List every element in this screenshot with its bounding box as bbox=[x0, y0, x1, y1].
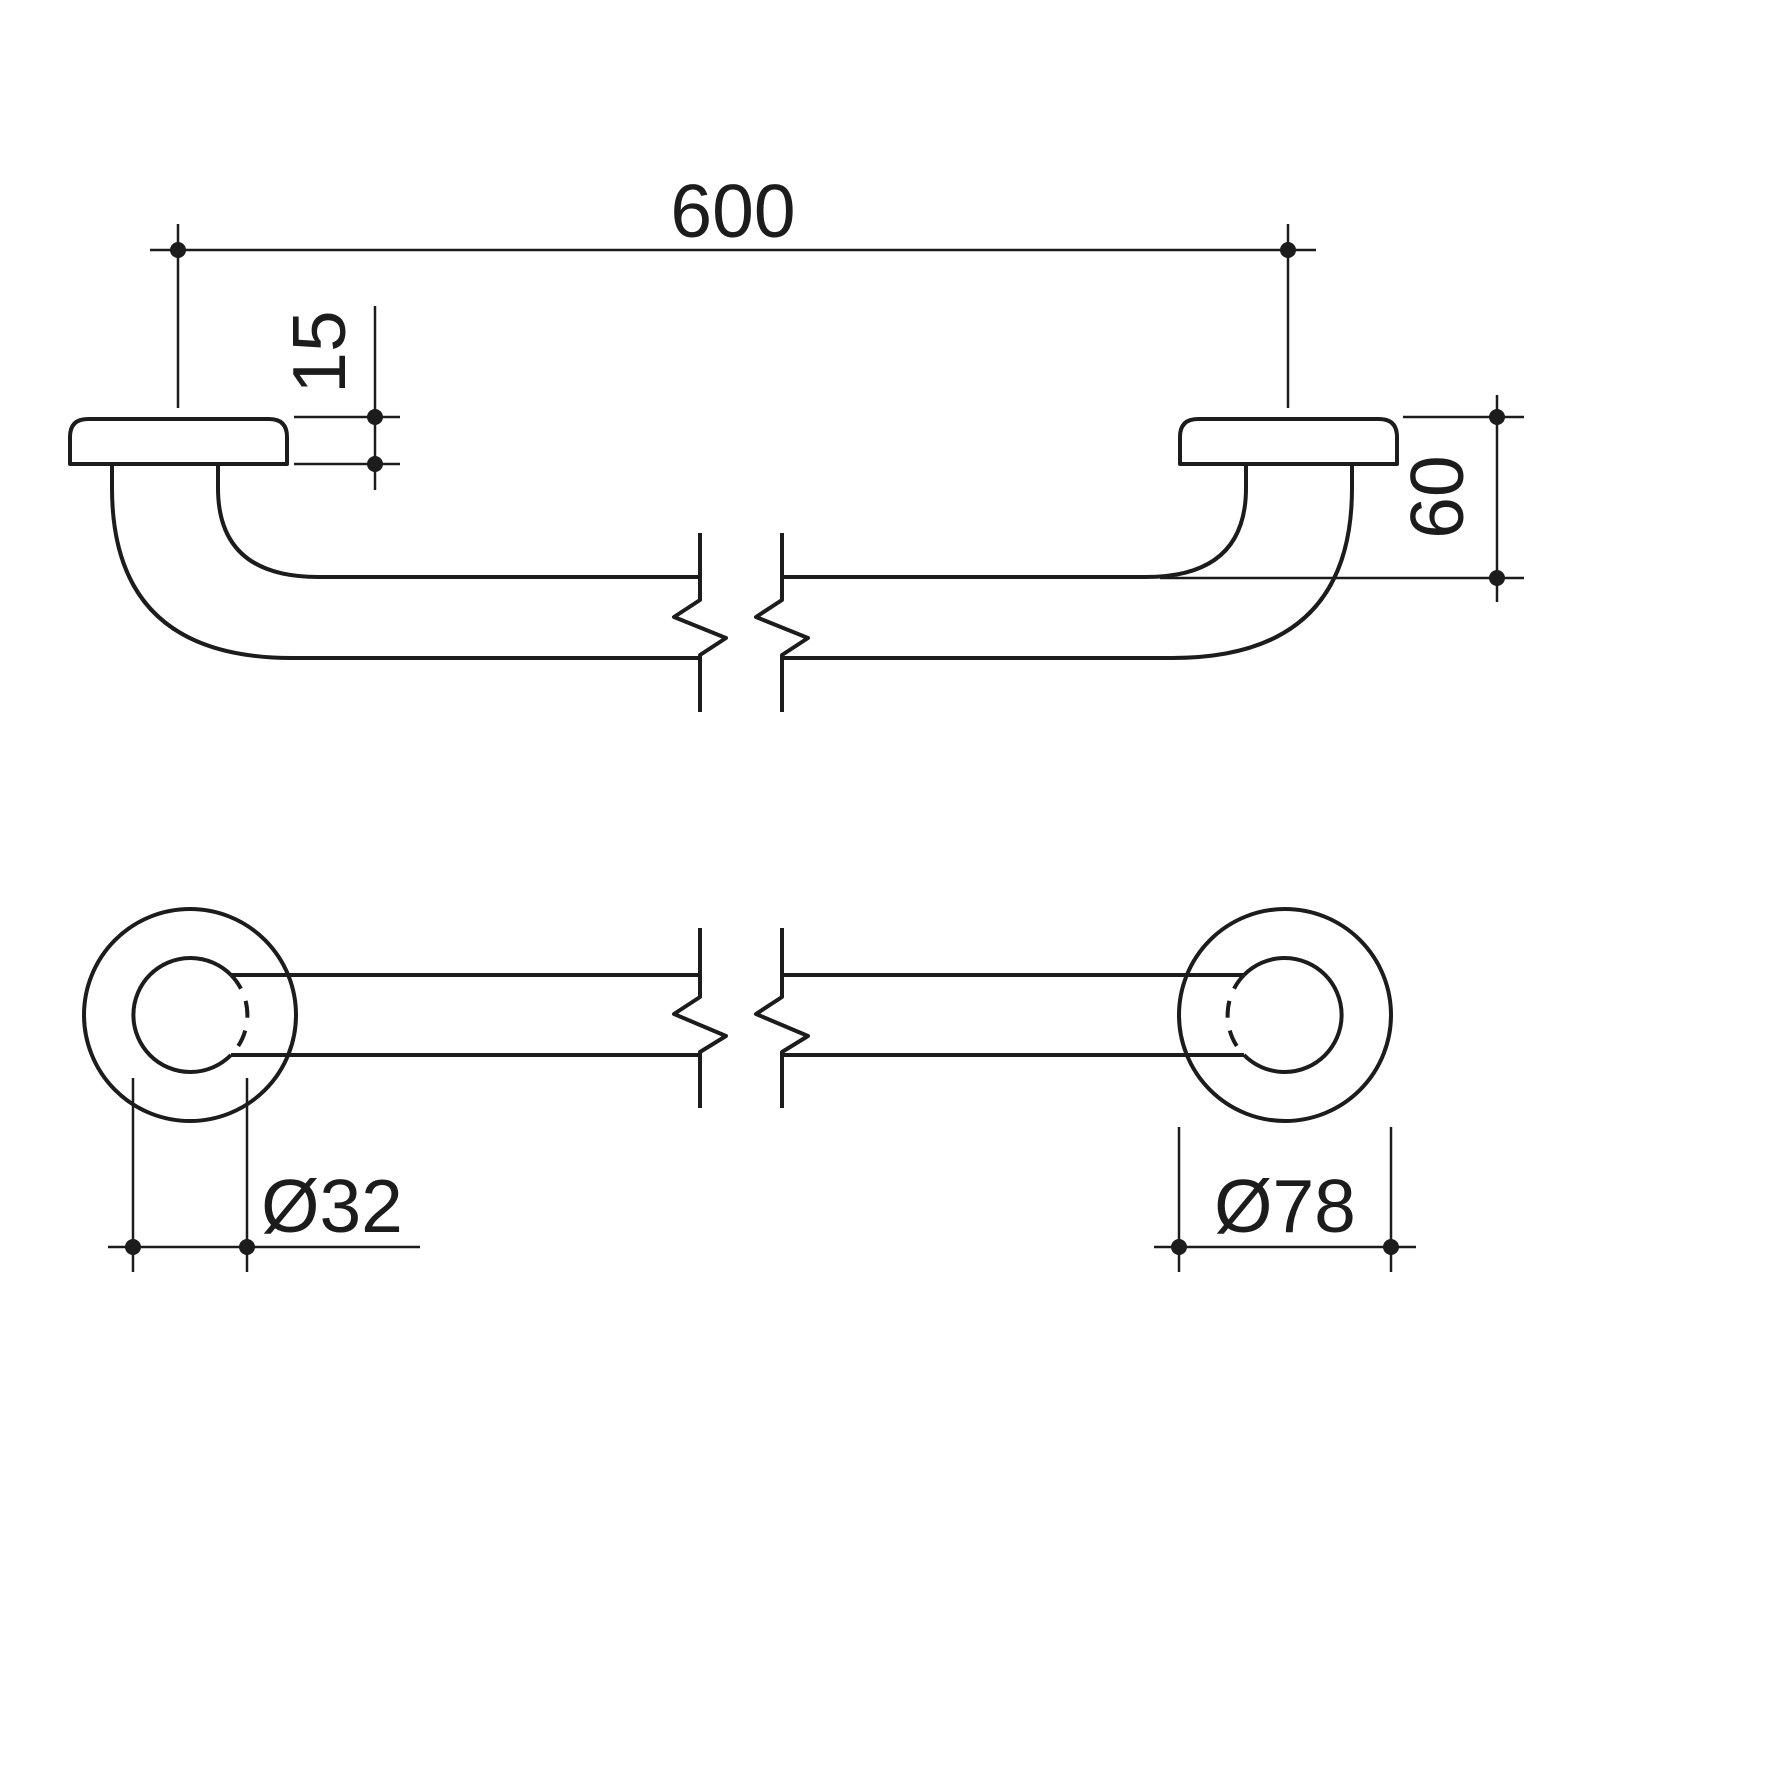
right-flange-circle bbox=[1177, 907, 1393, 1123]
dimension-rail-diameter: Ø32 bbox=[108, 1078, 420, 1272]
dimension-flange-diameter: Ø78 bbox=[1154, 1127, 1416, 1272]
left-flange-circle bbox=[82, 907, 298, 1123]
break-line-plan-left bbox=[672, 928, 728, 1108]
right-socket-circle bbox=[1242, 956, 1344, 1074]
right-flange-side bbox=[1178, 417, 1399, 466]
break-line-side-right bbox=[754, 533, 810, 712]
left-socket-hidden-edge bbox=[229, 973, 250, 1057]
dim-dot bbox=[1489, 570, 1505, 586]
dim-label-flange-thickness: 15 bbox=[277, 310, 361, 393]
dim-dot bbox=[1489, 409, 1505, 425]
left-socket-circle bbox=[131, 956, 233, 1074]
rail-right-inner-edge bbox=[782, 464, 1248, 579]
break-line-side-left bbox=[672, 533, 728, 712]
dim-label-flange-diameter: Ø78 bbox=[1214, 1164, 1356, 1248]
rail-left-outer-edge bbox=[110, 464, 700, 660]
dim-dot bbox=[367, 409, 383, 425]
dimension-overall-length: 600 bbox=[150, 169, 1316, 408]
dim-label-rail-to-wall: 60 bbox=[1395, 455, 1479, 538]
dim-dot bbox=[125, 1239, 141, 1255]
right-socket-hidden-edge bbox=[1225, 973, 1246, 1057]
dim-dot bbox=[1280, 242, 1296, 258]
break-line-plan-right bbox=[754, 928, 810, 1108]
side-elevation-view bbox=[68, 417, 1399, 712]
left-flange-side bbox=[68, 417, 289, 466]
rail-left-inner-edge bbox=[216, 464, 700, 579]
dim-dot bbox=[1383, 1239, 1399, 1255]
dim-dot bbox=[239, 1239, 255, 1255]
dimension-rail-to-wall: 60 bbox=[1160, 395, 1524, 602]
dim-label-rail-diameter: Ø32 bbox=[261, 1164, 403, 1248]
dim-dot bbox=[1171, 1239, 1187, 1255]
rail-right-outer-edge bbox=[782, 464, 1354, 660]
dim-dot bbox=[367, 456, 383, 472]
dimension-flange-thickness: 15 bbox=[277, 306, 400, 490]
dim-label-overall-length: 600 bbox=[670, 169, 795, 253]
plan-view bbox=[82, 907, 1393, 1123]
dim-dot bbox=[170, 242, 186, 258]
